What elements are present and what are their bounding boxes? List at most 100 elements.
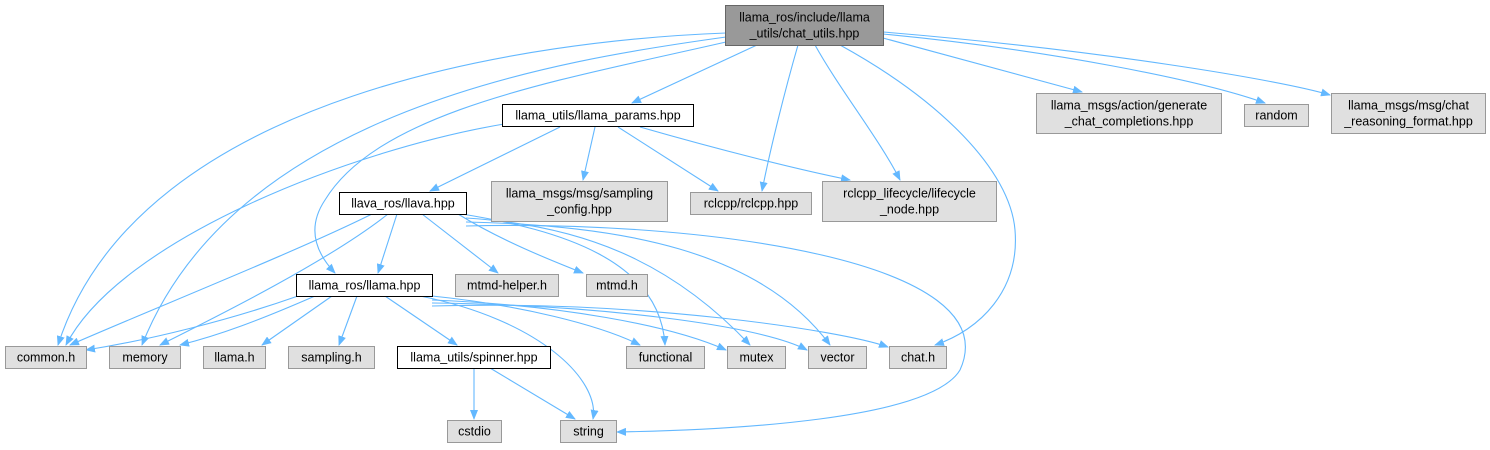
edge-llama_hpp-to-llama_h [261, 295, 333, 346]
node-vector: vector [808, 346, 867, 369]
edge-llava-to-common [69, 213, 373, 346]
node-mutex: mutex [727, 346, 786, 369]
node-label: _utils/chat_utils.hpp [749, 27, 860, 41]
node-label: llama_msgs/msg/sampling [506, 187, 653, 201]
node-box [1036, 93, 1222, 134]
node-box [560, 420, 617, 443]
node-box [491, 181, 668, 222]
edges-layer [56, 31, 1331, 436]
node-label: mtmd.h [596, 279, 638, 293]
node-label: _node.hpp [879, 203, 939, 217]
edge-root-to-llama_params [631, 44, 758, 104]
node-label: llama_utils/spinner.hpp [410, 351, 537, 365]
node-box [586, 274, 648, 297]
edge-llama_hpp-to-functional [431, 295, 641, 346]
edge-llama_params-to-rclcpp [617, 126, 719, 192]
node-box [296, 274, 433, 297]
edge-llama_hpp-to-sampling_h [338, 295, 358, 346]
node-label: mutex [739, 351, 774, 365]
edge-llava-to-string [465, 224, 966, 436]
edge-llava-to-vector [465, 221, 831, 346]
node-label: random [1255, 109, 1297, 123]
node-memory: memory [109, 346, 181, 369]
node-box [109, 346, 181, 369]
node-root[interactable]: llama_ros/include/llama_utils/chat_utils… [725, 5, 884, 46]
edge-root-to-rclcpp [759, 44, 799, 192]
node-box [288, 346, 375, 369]
node-box [203, 346, 266, 369]
edge-root-to-lifecycle [814, 44, 901, 181]
edge-llava-to-memory [159, 213, 389, 346]
edge-root-to-generate [882, 37, 1083, 94]
node-functional: functional [626, 346, 705, 369]
edge-root-to-random [882, 33, 1266, 104]
edge-root-to-memory [141, 36, 727, 346]
node-label: functional [639, 351, 693, 365]
node-box [725, 5, 884, 46]
node-label: llama_msgs/msg/chat [1348, 99, 1469, 113]
node-box [727, 346, 786, 369]
node-chat_h: chat.h [889, 346, 947, 369]
node-label: rclcpp_lifecycle/lifecycle [843, 187, 976, 201]
node-label: sampling.h [301, 351, 361, 365]
nodes-layer: llama_ros/include/llama_utils/chat_utils… [5, 5, 1486, 443]
node-label: _chat_completions.hpp [1064, 115, 1194, 129]
node-label: llava_ros/llava.hpp [351, 197, 455, 211]
node-label: llama_ros/llama.hpp [309, 279, 421, 293]
node-label: rclcpp/rclcpp.hpp [704, 197, 799, 211]
node-rclcpp: rclcpp/rclcpp.hpp [690, 192, 812, 215]
edge-llava-to-mtmd [457, 213, 584, 274]
edge-llama_params-to-llava [429, 126, 561, 192]
edge-llama_hpp-to-common [85, 295, 299, 353]
node-box [5, 346, 87, 369]
node-label: mtmd-helper.h [467, 279, 547, 293]
node-llava[interactable]: llava_ros/llava.hpp [339, 192, 467, 215]
node-box [690, 192, 812, 215]
edge-llama_hpp-to-memory [179, 295, 316, 347]
node-label: _config.hpp [546, 203, 612, 217]
node-generate: llama_msgs/action/generate _chat_completi… [1036, 93, 1222, 134]
node-random: random [1244, 104, 1309, 127]
node-string: string [560, 420, 617, 443]
edge-llama_hpp-to-chat_h [431, 304, 889, 348]
node-box [447, 420, 502, 443]
node-reasoning: llama_msgs/msg/chat _reasoning_format.hpp [1331, 93, 1486, 134]
node-lifecycle: rclcpp_lifecycle/lifecycle _node.hpp [822, 181, 997, 222]
edge-llama_params-to-common [65, 123, 505, 346]
node-llama_hpp[interactable]: llama_ros/llama.hpp [296, 274, 433, 297]
node-mtmd_helper: mtmd-helper.h [455, 274, 559, 297]
node-spinner[interactable]: llama_utils/spinner.hpp [397, 346, 551, 369]
edge-llava-to-llama_hpp [376, 213, 398, 274]
node-sampling_cfg: llama_msgs/msg/sampling _config.hpp [491, 181, 668, 222]
edge-llava-to-mtmd_helper [421, 213, 499, 274]
node-label: memory [122, 351, 168, 365]
node-llama_params[interactable]: llama_utils/llama_params.hpp [502, 104, 694, 127]
node-box [626, 346, 705, 369]
node-label: cstdio [458, 425, 491, 439]
edge-root-to-reasoning [882, 31, 1331, 97]
node-label: string [573, 425, 604, 439]
edge-llama_params-to-sampling_cfg [581, 126, 596, 181]
node-label: _reasoning_format.hpp [1343, 115, 1473, 129]
edge-llama_params-to-lifecycle [639, 126, 851, 183]
node-box [455, 274, 559, 297]
node-llama_h: llama.h [203, 346, 266, 369]
node-box [1244, 104, 1309, 127]
node-cstdio: cstdio [447, 420, 502, 443]
edge-llama_hpp-to-vector [431, 302, 808, 351]
node-label: llama_msgs/action/generate [1051, 99, 1207, 113]
edge-llama_hpp-to-mutex [431, 299, 727, 351]
edge-root-to-chat_h [839, 44, 1016, 346]
node-box [397, 346, 551, 369]
node-box [822, 181, 997, 222]
edge-spinner-to-string [489, 367, 576, 420]
node-box [1331, 93, 1486, 134]
edge-root-to-common [56, 32, 727, 346]
edge-llava-to-mutex [465, 217, 751, 346]
edge-llama_hpp-to-string [419, 295, 599, 420]
node-label: llama.h [214, 351, 254, 365]
node-box [889, 346, 947, 369]
node-box [339, 192, 467, 215]
node-label: llama_utils/llama_params.hpp [515, 109, 680, 123]
